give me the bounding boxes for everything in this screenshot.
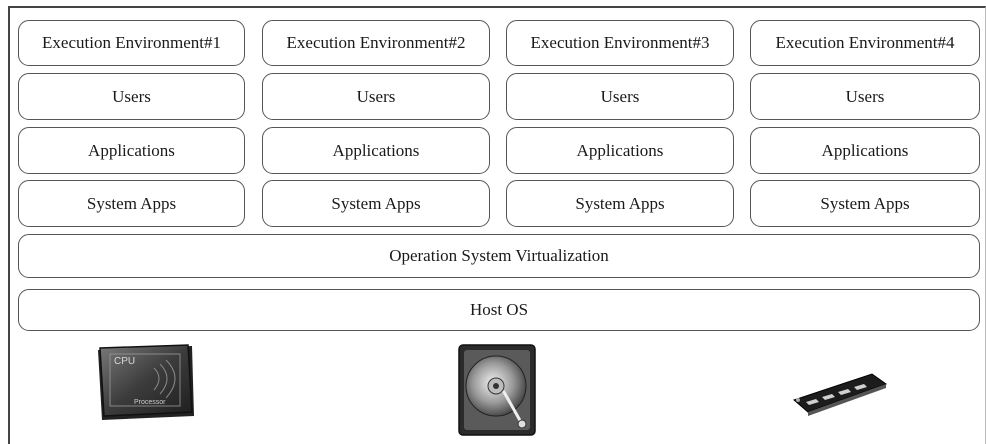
env-2-applications: Applications	[262, 127, 490, 174]
env-4-applications: Applications	[750, 127, 980, 174]
hard-disk-icon	[458, 344, 536, 436]
env-3-applications: Applications	[506, 127, 734, 174]
host-os-layer: Host OS	[18, 289, 980, 331]
env-2-users: Users	[262, 73, 490, 120]
cpu-chip-icon: CPU Processor	[98, 344, 194, 420]
execution-environment-4-title: Execution Environment#4	[750, 20, 980, 66]
env-1-users: Users	[18, 73, 245, 120]
env-3-system-apps: System Apps	[506, 180, 734, 227]
env-3-users: Users	[506, 73, 734, 120]
env-4-users: Users	[750, 73, 980, 120]
env-1-system-apps: System Apps	[18, 180, 245, 227]
cpu-label: CPU	[114, 356, 135, 367]
os-virtualization-layer: Operation System Virtualization	[18, 234, 980, 278]
memory-module-icon	[793, 373, 888, 416]
cpu-sublabel: Processor	[134, 399, 166, 406]
env-4-system-apps: System Apps	[750, 180, 980, 227]
execution-environment-3-title: Execution Environment#3	[506, 20, 734, 66]
env-2-system-apps: System Apps	[262, 180, 490, 227]
execution-environment-2-title: Execution Environment#2	[262, 20, 490, 66]
env-1-applications: Applications	[18, 127, 245, 174]
execution-environment-1-title: Execution Environment#1	[18, 20, 245, 66]
